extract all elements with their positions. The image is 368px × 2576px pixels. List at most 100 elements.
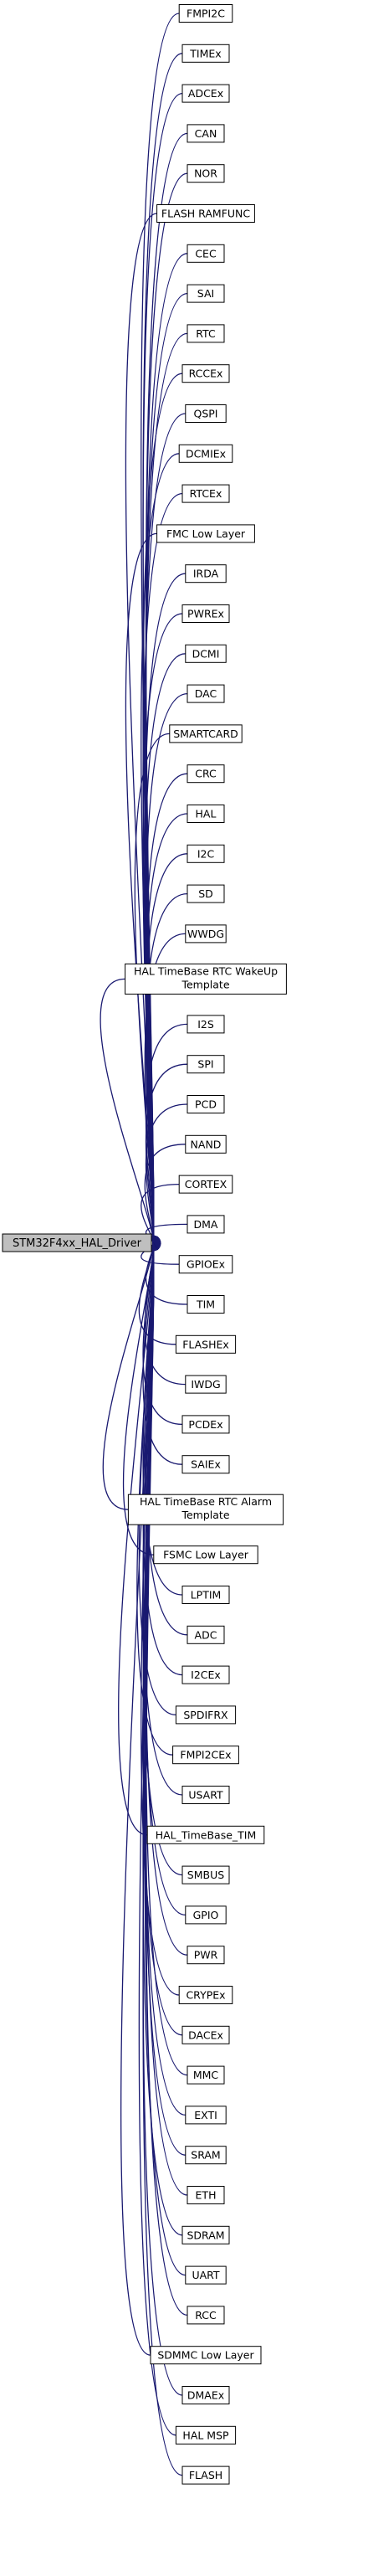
- module-node-qspi[interactable]: QSPI: [185, 404, 227, 423]
- module-node-dacex[interactable]: DACEx: [181, 2025, 230, 2044]
- module-node-flash-ramfunc[interactable]: FLASH RAMFUNC: [156, 204, 255, 223]
- module-node-box: [181, 364, 230, 383]
- module-node-crc[interactable]: CRC: [187, 764, 225, 784]
- module-node-box: [187, 684, 225, 703]
- edge-sdmmc-low-layer: [120, 1242, 158, 2356]
- module-node-box: [187, 884, 225, 903]
- module-node-box: [181, 484, 230, 503]
- module-node-label: Template: [181, 1509, 229, 1521]
- module-node-label: PWREx: [187, 608, 224, 620]
- module-node-rcc[interactable]: RCC: [187, 2306, 225, 2325]
- module-node-irda[interactable]: IRDA: [185, 564, 227, 584]
- module-node-box: [187, 844, 225, 863]
- module-node-dmaex[interactable]: DMAEx: [181, 2386, 230, 2404]
- module-node-label: IWDG: [191, 1378, 220, 1391]
- module-node-rtc[interactable]: RTC: [187, 324, 225, 343]
- module-node-fsmc-low-layer[interactable]: FSMC Low Layer: [153, 1545, 258, 1565]
- module-node-gpio[interactable]: GPIO: [185, 1905, 227, 1925]
- module-node-rccex[interactable]: RCCEx: [181, 364, 230, 383]
- module-node-box: [156, 524, 255, 543]
- module-node-sram[interactable]: SRAM: [185, 2146, 227, 2165]
- module-node-label: TIMEx: [189, 47, 221, 59]
- module-node-sai[interactable]: SAI: [187, 284, 225, 303]
- module-node-i2cex[interactable]: I2CEx: [181, 1665, 230, 1684]
- module-node-flashex[interactable]: FLASHEx: [175, 1334, 237, 1354]
- module-node-label: I2CEx: [191, 1668, 221, 1681]
- module-node-i2s[interactable]: I2S: [187, 1015, 225, 1034]
- module-node-box: [187, 2186, 225, 2204]
- module-node-nor[interactable]: NOR: [187, 164, 225, 183]
- module-node-hal-timebase-tim[interactable]: HAL_TimeBase_TIM: [146, 1825, 265, 1844]
- module-node-timex[interactable]: TIMEx: [181, 44, 230, 63]
- edge-hal-timebase-rtc-wakeup-template: [100, 978, 160, 1244]
- module-node-label: DCMIEx: [186, 447, 226, 460]
- module-node-box: [181, 2465, 230, 2485]
- module-node-label: QSPI: [194, 408, 218, 420]
- module-node-box: [178, 4, 233, 23]
- module-node-pcdex[interactable]: PCDEx: [181, 1415, 230, 1434]
- module-node-dcmi[interactable]: DCMI: [185, 644, 227, 663]
- module-node-wwdg[interactable]: WWDG: [185, 924, 227, 944]
- module-node-smartcard[interactable]: SMARTCARD: [169, 724, 243, 743]
- module-node-sdmmc-low-layer[interactable]: SDMMC Low Layer: [150, 2346, 262, 2365]
- module-node-flash[interactable]: FLASH: [181, 2465, 230, 2485]
- module-node-spdifrx[interactable]: SPDIFRX: [175, 1705, 237, 1725]
- module-node-box: [181, 1786, 230, 1804]
- module-node-exti[interactable]: EXTI: [185, 2106, 227, 2125]
- module-node-uart[interactable]: UART: [185, 2265, 227, 2285]
- module-node-gpioex[interactable]: GPIOEx: [178, 1255, 233, 1274]
- module-node-sd[interactable]: SD: [187, 884, 225, 903]
- module-node-label: RCC: [195, 2309, 217, 2321]
- module-node-label: SPDIFRX: [183, 1709, 228, 1721]
- module-node-box: [178, 444, 233, 463]
- module-node-rtcex[interactable]: RTCEx: [181, 484, 230, 503]
- module-node-iwdg[interactable]: IWDG: [185, 1375, 227, 1394]
- module-node-box: [181, 2025, 230, 2044]
- module-node-hal[interactable]: HAL: [187, 805, 225, 823]
- module-node-pcd[interactable]: PCD: [187, 1095, 225, 1113]
- module-node-box: [185, 1134, 227, 1154]
- module-node-label: NOR: [194, 167, 217, 180]
- module-node-label: I2S: [197, 1018, 214, 1031]
- module-node-saiex[interactable]: SAIEx: [181, 1455, 230, 1474]
- module-node-box: [169, 724, 243, 743]
- module-node-adcex[interactable]: ADCEx: [181, 84, 230, 103]
- root-node[interactable]: STM32F4xx_HAL_Driver: [2, 1233, 152, 1252]
- module-node-pwr[interactable]: PWR: [187, 1946, 225, 1965]
- module-node-smbus[interactable]: SMBUS: [181, 1865, 230, 1884]
- module-node-fmpi2c[interactable]: FMPI2C: [178, 4, 233, 23]
- module-node-dcmiex[interactable]: DCMIEx: [178, 444, 233, 463]
- module-node-mmc[interactable]: MMC: [187, 2065, 225, 2085]
- module-node-label: CEC: [195, 247, 217, 260]
- module-node-cortex[interactable]: CORTEX: [178, 1175, 233, 1194]
- module-node-tim[interactable]: TIM: [187, 1295, 225, 1314]
- module-node-pwrex[interactable]: PWREx: [181, 604, 230, 623]
- module-node-can[interactable]: CAN: [187, 124, 225, 143]
- module-node-label: MMC: [193, 2069, 219, 2081]
- module-node-crypex[interactable]: CRYPEx: [178, 1986, 233, 2004]
- module-node-nand[interactable]: NAND: [185, 1134, 227, 1154]
- module-node-lptim[interactable]: LPTIM: [181, 1586, 230, 1604]
- module-node-box: [181, 84, 230, 103]
- module-node-hal-msp[interactable]: HAL MSP: [175, 2425, 237, 2445]
- module-node-label: I2C: [197, 847, 215, 860]
- module-node-label: Template: [181, 978, 229, 990]
- module-node-adc[interactable]: ADC: [187, 1625, 225, 1644]
- module-node-spi[interactable]: SPI: [187, 1055, 225, 1074]
- module-node-i2c[interactable]: I2C: [187, 844, 225, 863]
- module-node-fmc-low-layer[interactable]: FMC Low Layer: [156, 524, 255, 543]
- module-node-eth[interactable]: ETH: [187, 2186, 225, 2204]
- module-node-fmpi2cex[interactable]: FMPI2CEx: [172, 1746, 239, 1765]
- module-node-dma[interactable]: DMA: [187, 1215, 225, 1234]
- module-node-cec[interactable]: CEC: [187, 244, 225, 263]
- module-node-box: [175, 1334, 237, 1354]
- module-node-box: [187, 1055, 225, 1074]
- module-node-dac[interactable]: DAC: [187, 684, 225, 703]
- module-node-usart[interactable]: USART: [181, 1786, 230, 1804]
- module-node-label: ADCEx: [188, 87, 223, 100]
- module-node-label: SAIEx: [191, 1458, 221, 1471]
- module-node-sdram[interactable]: SDRAM: [181, 2225, 230, 2244]
- module-node-box: [181, 1665, 230, 1684]
